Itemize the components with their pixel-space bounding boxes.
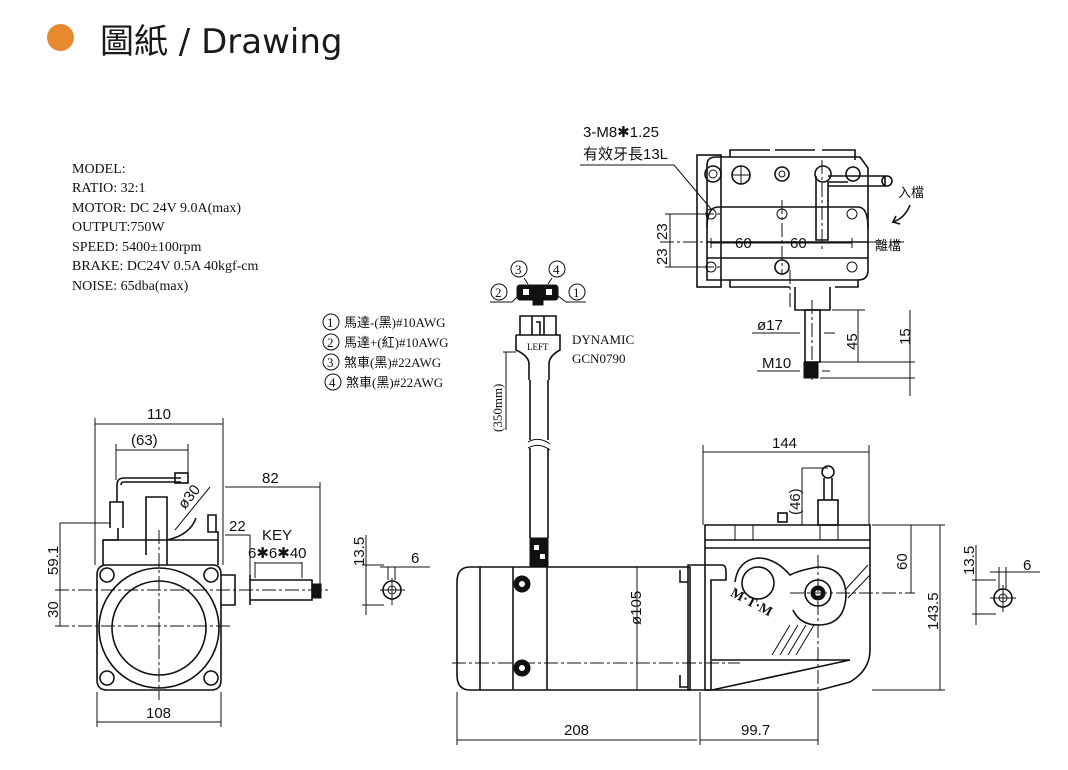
pin-label: 1 bbox=[573, 285, 580, 300]
key-detail-left: 13.5 6 bbox=[351, 535, 430, 615]
dim-thread: M10 bbox=[762, 355, 791, 372]
wire-number: 4 bbox=[329, 375, 336, 390]
dim-key: 6✱6✱40 bbox=[248, 545, 307, 562]
wire-number-circle bbox=[322, 333, 340, 351]
mount-bolt-icons bbox=[99, 567, 219, 686]
dim-offset-a: 23 bbox=[654, 223, 671, 240]
dim-base: 108 bbox=[146, 705, 171, 722]
connector-part-number: GCN0790 bbox=[572, 351, 625, 366]
dim-shaft-height: 60 bbox=[894, 553, 911, 570]
wire-label: 煞車(黑)#22AWG bbox=[346, 375, 443, 390]
wire-number: 1 bbox=[327, 315, 334, 330]
thread-length: 有效牙長13L bbox=[583, 146, 668, 163]
dim-height-top: 59.1 bbox=[45, 546, 62, 575]
dim-shoulder: 22 bbox=[229, 518, 246, 535]
spec-brake: BRAKE: DC24V 0.5A 40kgf-cm bbox=[72, 259, 259, 274]
spec-speed: SPEED: 5400±100rpm bbox=[72, 240, 202, 255]
wire-legend: 1 馬達-(黑)#10AWG 2 馬達+(紅)#10AWG 3 煞車(黑)#22… bbox=[322, 313, 449, 391]
front-view: 110 (63) ø30 82 22 KEY 6✱6✱40 59.1 30 10… bbox=[45, 406, 430, 727]
pin-label: 2 bbox=[495, 285, 502, 300]
spec-list: MODEL: RATIO: 32:1 MOTOR: DC 24V 9.0A(ma… bbox=[72, 162, 259, 294]
rotate-arrow-icon bbox=[891, 204, 911, 225]
pin-label: 4 bbox=[553, 262, 560, 277]
pin-label: 3 bbox=[515, 262, 522, 277]
key-width: 6 bbox=[1023, 557, 1031, 574]
logo-mtm: M·T·M bbox=[728, 586, 775, 620]
wire-number-circle bbox=[322, 313, 340, 331]
page-title: 圖紙 / Drawing bbox=[100, 22, 343, 62]
wire-number-circle bbox=[324, 373, 342, 391]
dim-motor-dia: ø105 bbox=[628, 591, 645, 625]
dim-shaft-offset: 99.7 bbox=[741, 722, 770, 739]
dim-gear-width: 144 bbox=[772, 435, 797, 452]
dim-lever: (63) bbox=[131, 432, 158, 449]
wire-label: 煞車(黑)#22AWG bbox=[344, 355, 441, 370]
key-depth: 13.5 bbox=[351, 537, 368, 566]
dim-lever-dia: ø30 bbox=[175, 482, 204, 513]
wire-number: 3 bbox=[327, 355, 334, 370]
wire-number: 2 bbox=[327, 335, 334, 350]
engage-label: 入檔 bbox=[898, 185, 924, 200]
disengage-label: 離檔 bbox=[875, 238, 901, 253]
top-view: 3-M8✱1.25 有效牙長13L 60 60 23 23 入檔 離檔 ø17 bbox=[580, 124, 924, 396]
wire-label: 馬達+(紅)#10AWG bbox=[344, 335, 449, 350]
dim-gear-height: 143.5 bbox=[925, 592, 942, 630]
header-bullet-icon bbox=[47, 24, 74, 51]
spec-output: OUTPUT:750W bbox=[72, 220, 165, 235]
thread-note: 3-M8✱1.25 bbox=[583, 124, 659, 141]
dim-shaft-len: 45 bbox=[844, 333, 861, 350]
spec-ratio: RATIO: 32:1 bbox=[72, 181, 146, 196]
dim-pitch-b: 60 bbox=[790, 235, 807, 252]
plug-label: LEFT bbox=[527, 342, 549, 352]
dim-offset-b: 23 bbox=[654, 248, 671, 265]
cable-length: (350mm) bbox=[490, 384, 505, 432]
dim-shaft-dia: ø17 bbox=[757, 317, 783, 334]
key-depth: 13.5 bbox=[961, 546, 978, 575]
dim-height-bottom: 30 bbox=[45, 601, 62, 618]
dim-pitch-a: 60 bbox=[735, 235, 752, 252]
key-width: 6 bbox=[411, 550, 419, 567]
connector-diagram: 3 4 2 1 LEFT DYNAMIC GCN0790 (350mm) bbox=[490, 260, 634, 538]
key-label: KEY bbox=[262, 527, 292, 544]
dim-motor-len: 208 bbox=[564, 722, 589, 739]
spec-model: MODEL: bbox=[72, 162, 126, 177]
connector-brand: DYNAMIC bbox=[572, 332, 634, 347]
dim-thread-len: 15 bbox=[897, 328, 914, 345]
side-view: M·T·M 144 (46) ø105 60 143.5 208 99.7 13… bbox=[452, 435, 1040, 745]
key-detail-right: 13.5 6 bbox=[961, 545, 1040, 625]
wire-label: 馬達-(黑)#10AWG bbox=[344, 315, 446, 330]
spec-noise: NOISE: 65dba(max) bbox=[72, 279, 189, 294]
dim-width: 110 bbox=[147, 406, 171, 423]
wire-number-circle bbox=[322, 353, 340, 371]
dim-lever-height: (46) bbox=[787, 488, 804, 515]
spec-motor: MOTOR: DC 24V 9.0A(max) bbox=[72, 201, 241, 216]
dim-shaft-ext: 82 bbox=[262, 470, 279, 487]
